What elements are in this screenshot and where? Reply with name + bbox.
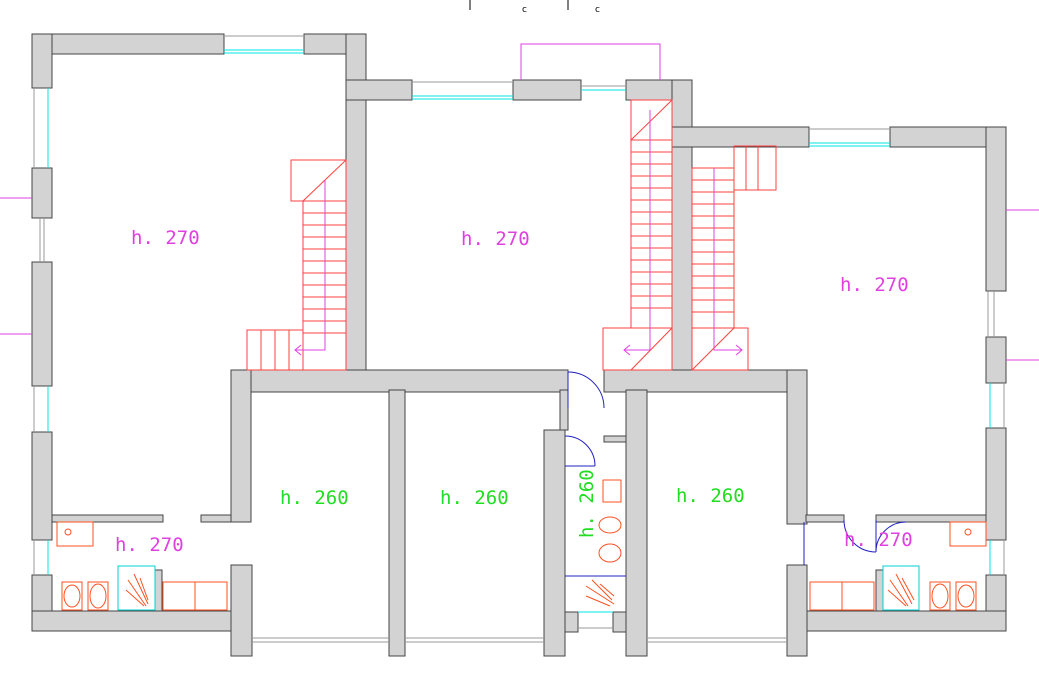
stair-right <box>691 145 777 371</box>
room-height-label: h. 270 <box>461 228 530 250</box>
room-height-label: h. 270 <box>844 529 913 551</box>
top-mark-label: c <box>595 5 600 15</box>
fixtures <box>56 479 987 611</box>
room-height-label: h. 270 <box>131 227 200 249</box>
room-height-label: h. 260 <box>676 485 745 507</box>
room-height-label: h. 270 <box>115 534 184 556</box>
top-mark-label: c <box>522 5 527 15</box>
windows <box>33 35 1005 643</box>
annotations <box>0 43 1039 361</box>
room-labels: h. 270 h. 270 h. 270 h. 270 h. 270 h. 26… <box>115 227 913 556</box>
room-height-label: h. 260 <box>576 469 598 538</box>
room-height-label: h. 260 <box>280 487 349 509</box>
stair-center <box>602 99 673 371</box>
room-height-label: h. 270 <box>840 274 909 296</box>
walls <box>31 33 1007 657</box>
stair-left <box>246 159 347 371</box>
top-marks: c c <box>469 0 600 15</box>
room-height-label: h. 260 <box>440 487 509 509</box>
doors <box>564 371 907 577</box>
